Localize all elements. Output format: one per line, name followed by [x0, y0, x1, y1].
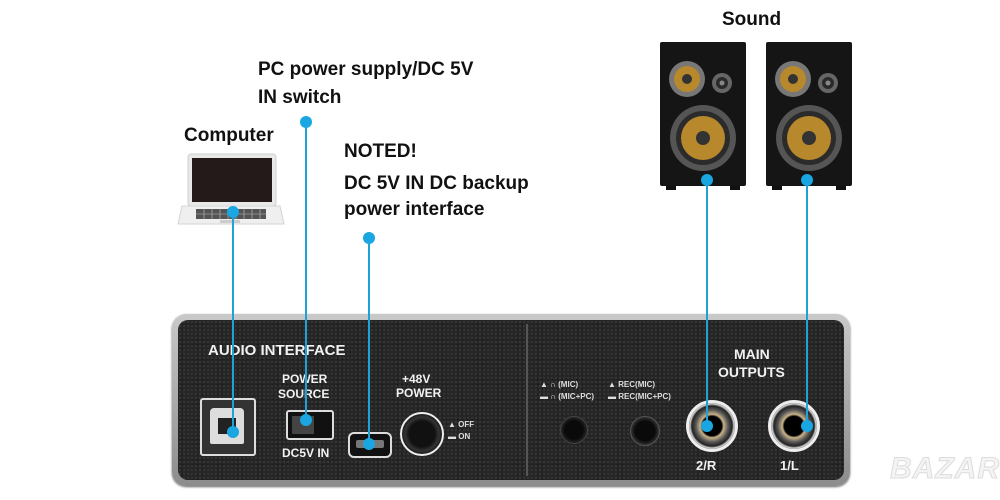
wire-computer-usb	[232, 212, 234, 432]
power-source-label-line2: SOURCE	[278, 387, 330, 401]
dot-backup-label	[363, 232, 375, 244]
monitor-mic-text: (MIC)	[558, 380, 579, 389]
dot-usb-port	[227, 426, 239, 438]
monitor-mic-label: ▲ ∩ (MIC)	[540, 380, 579, 389]
dot-speaker-right-unit	[801, 174, 813, 186]
watermark-logo: BAZAR	[890, 452, 1000, 486]
wire-power-switch	[305, 122, 307, 420]
pc-power-label-line2: IN switch	[258, 87, 342, 108]
main-outputs-label-line2: OUTPUTS	[718, 364, 785, 380]
main-outputs-label-line1: MAIN	[734, 346, 770, 362]
noted-label: NOTED!	[344, 141, 417, 162]
computer-label: Computer	[184, 125, 274, 146]
output-jack-right[interactable]	[686, 400, 738, 452]
rec-mic-pc-text: REC(MIC+PC)	[618, 392, 671, 401]
phantom-on-text: ON	[458, 432, 471, 441]
rec-mic-label: ▲ REC(MIC)	[608, 380, 656, 389]
panel-divider	[526, 324, 528, 476]
phantom-on-label: ▬ ON	[448, 432, 471, 441]
backup-power-label-line1: DC 5V IN DC backup	[344, 173, 529, 194]
monitor-mic-pc-text: (MIC+PC)	[558, 392, 595, 401]
power-source-switch[interactable]	[286, 410, 334, 440]
rec-mic-text: REC(MIC)	[618, 380, 656, 389]
dot-pc-power-label	[300, 116, 312, 128]
audio-interface-panel: AUDIO INTERFACE POWER SOURCE DC5V IN +48…	[172, 314, 850, 486]
monitor-mode-button[interactable]	[560, 416, 588, 444]
speaker-left-icon	[660, 42, 746, 190]
wire-speaker-right	[706, 180, 708, 426]
rec-mic-pc-label: ▬ REC(MIC+PC)	[608, 392, 671, 401]
output-right-label: 2/R	[696, 458, 717, 473]
dot-dc-port	[363, 438, 375, 450]
output-left-label: 1/L	[780, 458, 799, 473]
pc-power-label-line1: PC power supply/DC 5V	[258, 59, 474, 80]
laptop-icon	[177, 153, 285, 225]
speaker-right-icon	[766, 42, 852, 190]
dot-power-switch	[300, 414, 312, 426]
dot-output-right	[701, 420, 713, 432]
power-source-label-line1: POWER	[282, 372, 327, 386]
phantom-power-button[interactable]	[400, 412, 444, 456]
dot-output-left	[801, 420, 813, 432]
dot-computer	[227, 206, 239, 218]
phantom-off-text: OFF	[458, 420, 475, 429]
monitor-mic-pc-label: ▬ ∩ (MIC+PC)	[540, 392, 595, 401]
panel-title: AUDIO INTERFACE	[208, 342, 346, 359]
dot-speaker-left-unit	[701, 174, 713, 186]
phantom-power-label-line2: POWER	[396, 386, 442, 400]
wire-speaker-left	[806, 180, 808, 426]
phantom-power-label-line1: +48V	[402, 372, 431, 386]
rec-mode-button[interactable]	[630, 416, 660, 446]
sound-label: Sound	[722, 9, 782, 30]
backup-power-label-line2: power interface	[344, 199, 485, 220]
dc5v-in-label: DC5V IN	[282, 446, 330, 460]
wire-dc-backup	[368, 238, 370, 444]
phantom-off-label: ▲ OFF	[448, 420, 475, 429]
